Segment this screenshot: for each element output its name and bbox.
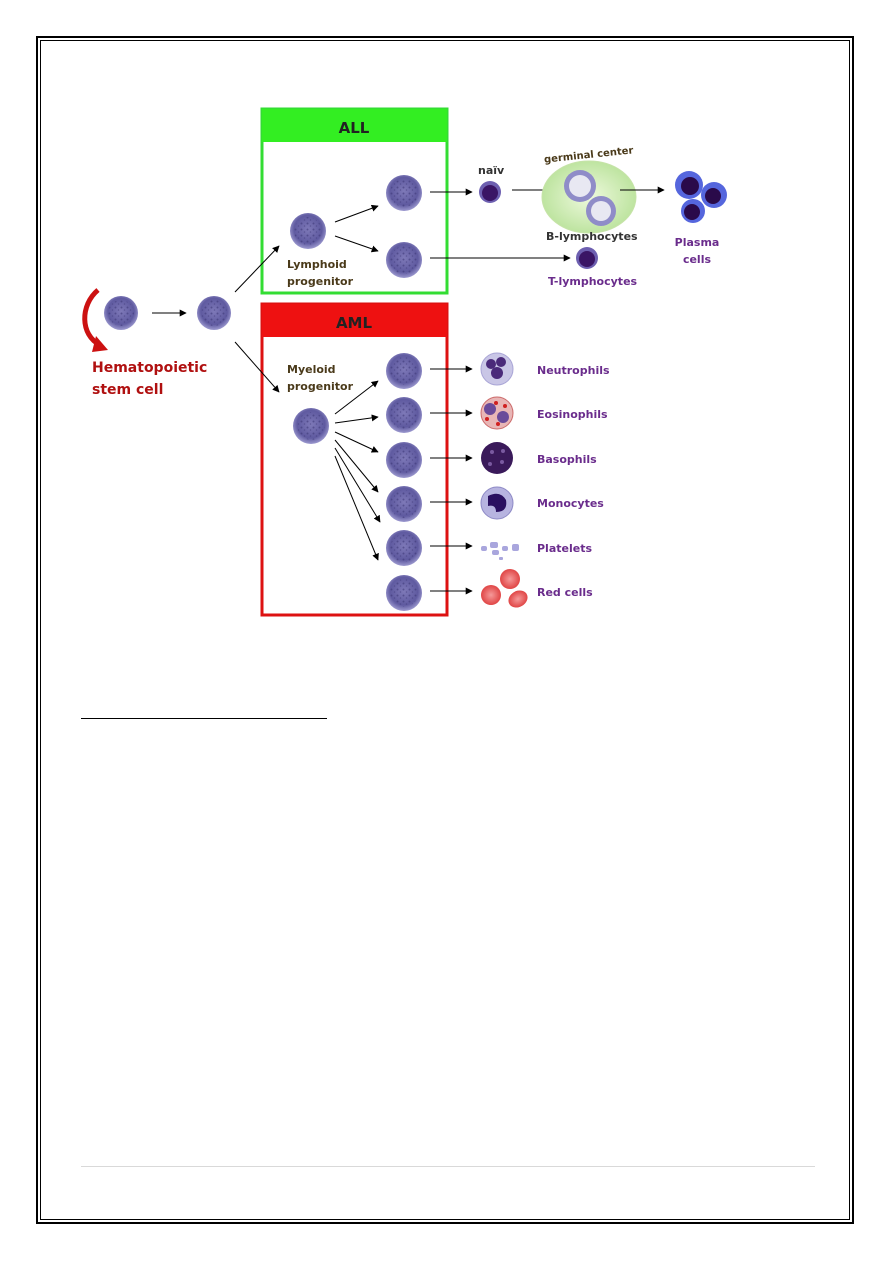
red-cells-label: Red cells xyxy=(537,586,593,599)
monocyte-cell xyxy=(480,486,514,520)
naive-label: naïv xyxy=(478,164,505,177)
self-renewal-arrow xyxy=(82,288,102,348)
neutrophil-precursor xyxy=(386,353,422,389)
self-renewal-arrowhead xyxy=(92,336,108,352)
monocyte-precursor xyxy=(386,486,422,522)
platelet-precursor xyxy=(386,530,422,566)
aml-title: AML xyxy=(336,314,373,332)
red-cell-precursor xyxy=(386,575,422,611)
germinal-center xyxy=(541,160,637,234)
stem-cell xyxy=(104,296,138,330)
basophil-precursor xyxy=(386,442,422,478)
all-box: ALL xyxy=(260,107,449,295)
myeloid-progenitor-cell xyxy=(293,408,329,444)
stem-cell-label-line2: stem cell xyxy=(92,382,163,398)
t-lymphocytes-label: T-lymphocytes xyxy=(548,275,638,288)
plasma-cells-label-line1: Plasma xyxy=(675,236,720,249)
monocytes-label: Monocytes xyxy=(537,497,604,510)
aml-box: AML xyxy=(260,302,449,617)
platelets xyxy=(481,542,519,560)
multipotent-progenitor-cell xyxy=(197,296,231,330)
page-border-outer xyxy=(36,36,854,1224)
platelets-label: Platelets xyxy=(537,542,592,555)
plasma-cells xyxy=(675,171,727,223)
footer-separator xyxy=(81,1166,815,1167)
all-title: ALL xyxy=(339,119,370,137)
lymphoid-progenitor-cell xyxy=(290,213,326,249)
myeloid-label-line1: Myeloid xyxy=(287,363,336,376)
plasma-cells-label-line2: cells xyxy=(683,253,712,266)
b-lymphocytes-label: B-lymphocytes xyxy=(546,230,638,243)
neutrophils-label: Neutrophils xyxy=(537,364,610,377)
myeloid-label-line2: progenitor xyxy=(287,380,354,393)
b-lineage-cell xyxy=(386,175,422,211)
eosinophil-precursor xyxy=(386,397,422,433)
basophil-cell xyxy=(481,442,513,474)
stem-cell-label-line1: Hematopoietic xyxy=(92,360,207,376)
eosinophil-cell xyxy=(480,396,514,430)
basophils-label: Basophils xyxy=(537,453,597,466)
neutrophil-cell xyxy=(480,352,514,386)
lymphoid-label-line2: progenitor xyxy=(287,275,354,288)
eosinophils-label: Eosinophils xyxy=(537,408,608,421)
naive-b-cell xyxy=(479,181,501,203)
red-cells xyxy=(481,569,528,608)
lymphoid-label-line1: Lymphoid xyxy=(287,258,347,271)
t-lineage-cell xyxy=(386,242,422,278)
t-lymphocyte xyxy=(576,247,598,269)
page-border-inner xyxy=(40,40,850,1220)
footnote-separator xyxy=(81,718,327,719)
